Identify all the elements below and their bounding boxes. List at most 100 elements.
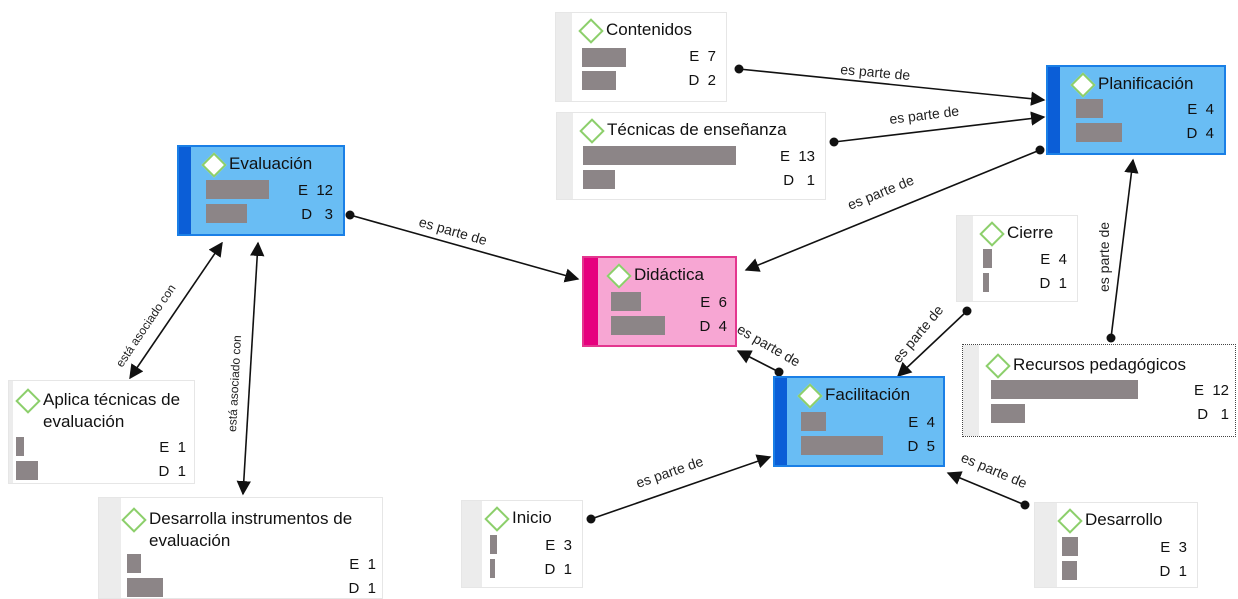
edge-label: es parte de: [888, 103, 960, 127]
node-aplica-tecnicas-de-evaluacion[interactable]: Aplica técnicas de evaluación E 1 D 1: [8, 380, 195, 484]
code-diamond-icon: [15, 388, 41, 414]
d-bar: [1076, 123, 1122, 142]
node-contenidos[interactable]: Contenidos E 7 D 2: [555, 12, 727, 102]
node-evaluacion[interactable]: Evaluación E 12 D 3: [177, 145, 345, 236]
edge-label: es parte de: [1096, 222, 1112, 292]
edge-label: es parte de: [417, 214, 489, 249]
d-value: 1: [367, 580, 376, 597]
edge-facilitacion-didactica[interactable]: es parte de: [735, 321, 804, 377]
d-value: 1: [563, 561, 572, 578]
node-title: Técnicas de enseñanza: [607, 120, 787, 139]
node-facilitacion[interactable]: Facilitación E 4 D 5: [773, 376, 945, 467]
e-value: 4: [1058, 251, 1067, 268]
e-value: 3: [1178, 539, 1187, 556]
code-diamond-icon: [201, 152, 227, 178]
e-bar: [611, 292, 641, 311]
node-desarrollo[interactable]: Desarrollo E 3 D 1: [1034, 502, 1198, 588]
d-bar: [991, 404, 1025, 423]
e-bar: [16, 437, 24, 456]
edge-inicio-facilitacion[interactable]: es parte de: [586, 453, 772, 524]
code-diamond-icon: [985, 353, 1011, 379]
d-value: 5: [926, 438, 935, 455]
node-desarrolla-instrumentos-de-evaluacion[interactable]: Desarrolla instrumentos de evaluación E …: [98, 497, 383, 599]
edge-recursos-planificacion[interactable]: es parte de: [1096, 158, 1139, 343]
d-bar: [16, 461, 38, 480]
edge-evaluacion-aplica[interactable]: está asociado con: [113, 241, 223, 380]
node-cierre[interactable]: Cierre E 4 D 1: [956, 215, 1078, 302]
node-title: Aplica técnicas de evaluación: [43, 390, 181, 431]
node-planificacion[interactable]: Planificación E 4 D 4: [1046, 65, 1226, 155]
edge-label: es parte de: [959, 449, 1030, 491]
d-value: 2: [707, 72, 716, 89]
e-value: 1: [367, 556, 376, 573]
d-bar: [983, 273, 989, 292]
e-bar: [582, 48, 626, 67]
node-title: Desarrollo: [1085, 510, 1163, 529]
code-diamond-icon: [1070, 72, 1096, 98]
e-value: 13: [798, 148, 815, 165]
edge-evaluacion-desarrolla[interactable]: está asociado con: [225, 241, 265, 496]
d-value: 1: [1220, 406, 1229, 423]
d-value: 1: [1178, 563, 1187, 580]
node-recursos-pedagogicos[interactable]: Recursos pedagógicos E 12 D 1: [962, 344, 1236, 437]
node-tecnicas-de-ensenanza[interactable]: Técnicas de enseñanza E 13 D 1: [556, 112, 826, 200]
edge-evaluacion-didactica[interactable]: es parte de: [345, 210, 580, 283]
node-title: Contenidos: [606, 20, 693, 39]
code-diamond-icon: [121, 507, 147, 533]
d-bar: [206, 204, 247, 223]
d-bar: [490, 559, 495, 578]
e-bar: [991, 380, 1138, 399]
e-value: 12: [316, 182, 333, 199]
node-title: Recursos pedagógicos: [1013, 355, 1186, 374]
d-value: 1: [1058, 275, 1067, 292]
edge-label: es parte de: [634, 453, 706, 491]
e-value: 12: [1212, 382, 1229, 399]
e-value: 1: [177, 439, 186, 456]
edge-tecnicas-planificacion[interactable]: es parte de: [829, 103, 1046, 147]
node-didactica[interactable]: Didáctica E 6 D 4: [582, 256, 737, 347]
edge-desarrollo-facilitacion[interactable]: es parte de: [946, 449, 1030, 510]
e-value: 4: [926, 414, 935, 431]
e-bar: [983, 249, 992, 268]
d-value: 1: [177, 463, 186, 480]
e-bar: [801, 412, 826, 431]
e-bar: [490, 535, 497, 554]
d-value: 1: [806, 172, 815, 189]
edge-label: es parte de: [840, 61, 911, 83]
e-bar: [206, 180, 269, 199]
node-title: Cierre: [1007, 223, 1054, 242]
e-value: 3: [563, 537, 572, 554]
node-title: Planificación: [1098, 74, 1194, 93]
code-diamond-icon: [579, 118, 605, 144]
node-title: Facilitación: [825, 385, 911, 404]
node-title: Didáctica: [634, 265, 704, 284]
code-diamond-icon: [979, 221, 1005, 247]
e-bar: [127, 554, 141, 573]
e-value: 7: [707, 48, 716, 65]
d-bar: [801, 436, 883, 455]
e-bar: [1076, 99, 1103, 118]
node-inicio[interactable]: Inicio E 3 D 1: [461, 500, 583, 588]
d-bar: [583, 170, 615, 189]
d-value: 4: [718, 318, 727, 335]
d-bar: [611, 316, 665, 335]
e-value: 4: [1205, 101, 1214, 118]
d-value: 4: [1205, 125, 1214, 142]
d-bar: [127, 578, 163, 597]
d-bar: [1062, 561, 1077, 580]
d-value: 3: [324, 206, 333, 223]
code-diamond-icon: [1057, 508, 1083, 534]
edge-label: es parte de: [735, 321, 804, 370]
code-diamond-icon: [578, 18, 604, 44]
code-diamond-icon: [797, 383, 823, 409]
edge-label: está asociado con: [113, 282, 179, 370]
edge-label: está asociado con: [225, 335, 244, 432]
edge-cierre-facilitacion[interactable]: es parte de: [889, 302, 972, 377]
e-value: 6: [718, 294, 727, 311]
code-diamond-icon: [606, 263, 632, 289]
edge-contenidos-planificacion[interactable]: es parte de: [734, 61, 1046, 106]
e-bar: [583, 146, 736, 165]
node-title: Desarrolla instrumentos de evaluación: [149, 509, 353, 550]
